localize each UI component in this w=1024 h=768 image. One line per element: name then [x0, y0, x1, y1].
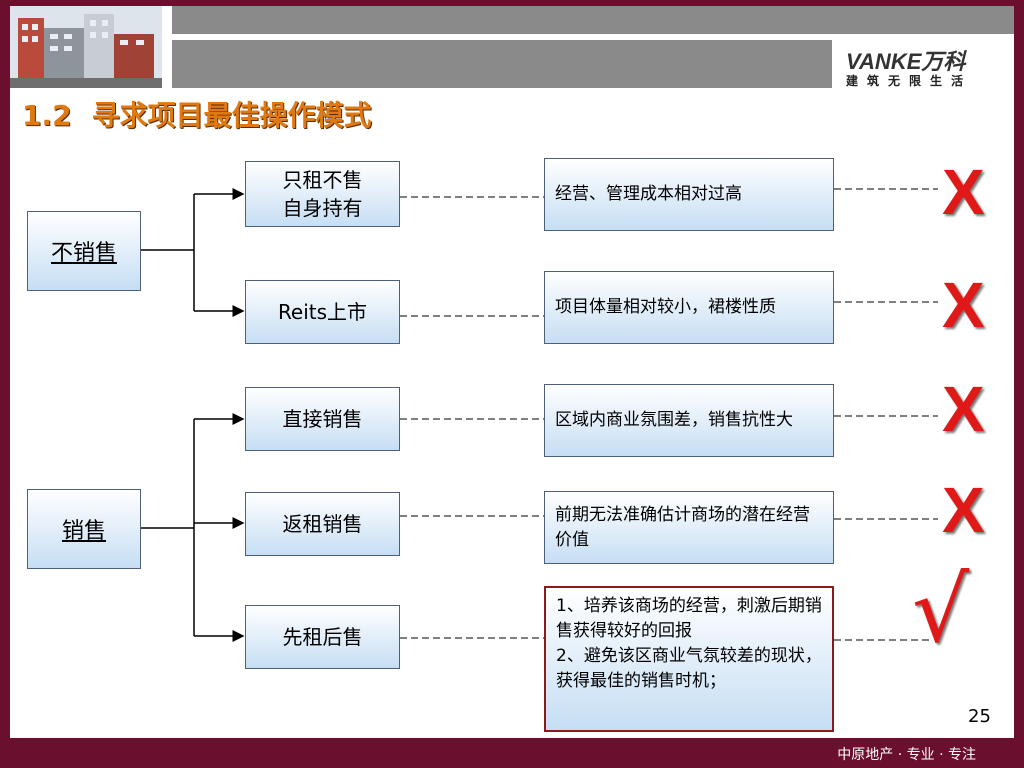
- header-bar-top: [172, 6, 1014, 34]
- reject-mark-1: X: [942, 156, 985, 228]
- frame-left: [0, 0, 10, 768]
- option-box-lease-only: 只租不售 自身持有: [245, 161, 400, 227]
- option-box-direct-sale: 直接销售: [245, 387, 400, 451]
- reason-box-2: 项目体量相对较小，裙楼性质: [544, 271, 834, 344]
- footer-text: 中原地产 · 专业 · 专注: [837, 747, 976, 763]
- reject-mark-4: X: [942, 474, 985, 546]
- reject-mark-2: X: [942, 269, 985, 341]
- option-box-reits: Reits上市: [245, 280, 400, 344]
- footer-bar: [0, 738, 1024, 768]
- title-text: 寻求项目最佳操作模式: [91, 99, 372, 132]
- not-sell-box: 不销售: [27, 211, 141, 291]
- reason-box-1: 经营、管理成本相对过高: [544, 158, 834, 231]
- vanke-logo: VANKE万科 建筑无限生活: [838, 40, 1014, 92]
- reject-mark-3: X: [942, 373, 985, 445]
- option-box-leaseback-sale: 返租销售: [245, 492, 400, 556]
- reason-box-4: 前期无法准确估计商场的潜在经营价值: [544, 491, 834, 564]
- approve-check-mark: √: [912, 558, 970, 663]
- frame-right: [1014, 0, 1024, 768]
- slide-title: 1.2 寻求项目最佳操作模式: [22, 94, 372, 134]
- frame-top: [0, 0, 1024, 6]
- sell-box: 销售: [27, 489, 141, 569]
- page-number: 25: [968, 706, 991, 727]
- building-photo: [10, 6, 162, 88]
- reason-box-5: 1、培养该商场的经营，刺激后期销售获得较好的回报 2、避免该区商业气氛较差的现状…: [544, 586, 834, 732]
- logo-slogan: 建筑无限生活: [846, 74, 973, 88]
- option-box-lease-then-sell: 先租后售: [245, 605, 400, 669]
- logo-main-text: VANKE万科: [846, 49, 966, 74]
- reason-box-3: 区域内商业氛围差，销售抗性大: [544, 384, 834, 457]
- title-number: 1.2: [22, 99, 72, 132]
- header-bar-bottom: [172, 40, 832, 88]
